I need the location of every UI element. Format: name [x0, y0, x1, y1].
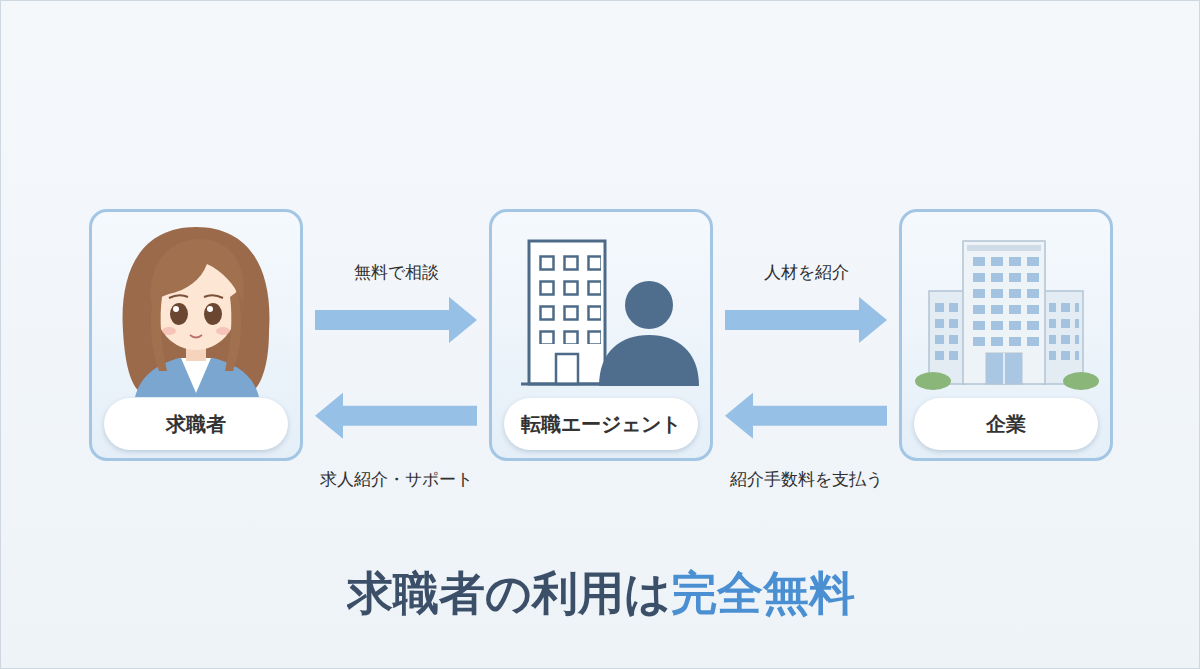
flow-arrow	[753, 406, 887, 426]
job-seeker-illustration-part	[181, 358, 211, 393]
flow-arrow	[725, 310, 859, 330]
company-illustration-part	[1003, 353, 1005, 384]
agent-illustration-part	[529, 241, 605, 384]
caption-row: 求職者の利用は完全無料	[1, 563, 1200, 623]
job-seeker-illustration-part	[190, 335, 202, 338]
process-box: 求職者	[89, 209, 303, 461]
job-seeker-illustration-part	[216, 327, 230, 335]
job-seeker-illustration-part	[204, 303, 222, 325]
edge-label: 人材を紹介	[764, 260, 849, 283]
company-illustration	[915, 241, 1099, 390]
flow-arrow	[343, 406, 477, 426]
job-seeker-illustration-part	[123, 227, 270, 393]
job-seeker-illustration-part	[151, 291, 167, 371]
job-seeker-illustration-part	[169, 295, 188, 298]
company-illustration-part	[933, 301, 961, 361]
agent-illustration-part	[539, 255, 601, 344]
job-seeker-illustration	[123, 227, 270, 397]
job-seeker-illustration-part	[135, 358, 259, 397]
agent-illustration-part	[625, 281, 673, 329]
process-box: 企業	[899, 209, 1113, 461]
company-illustration-part	[967, 245, 1041, 251]
company-illustration-part	[929, 291, 965, 384]
node-label: 企業	[914, 398, 1098, 450]
job-seeker-illustration-part	[173, 306, 179, 312]
process-box: 転職エージェント	[489, 209, 713, 461]
flow-arrow	[315, 310, 449, 330]
job-seeker-illustration-part	[170, 303, 188, 325]
node-label: 求職者	[104, 398, 288, 450]
agent-illustration-part	[599, 335, 699, 386]
company-illustration-part	[1043, 291, 1083, 384]
edge-label: 求人紹介・サポート	[320, 467, 473, 490]
company-illustration-part	[986, 353, 1022, 384]
job-seeker-illustration-part	[225, 291, 241, 371]
node-label: 転職エージェント	[504, 398, 698, 450]
job-seeker-illustration-part	[207, 306, 213, 312]
agent-illustration-part	[556, 354, 578, 384]
edge-label: 紹介手数料を支払う	[730, 467, 883, 490]
job-seeker-illustration-part	[154, 258, 238, 350]
agent-illustration-part	[521, 383, 613, 386]
edge-label: 無料で相談	[354, 260, 439, 283]
agent-illustration	[521, 241, 699, 386]
company-illustration-part	[1063, 372, 1099, 390]
caption-text: 求職者の利用は完全無料	[347, 563, 855, 623]
job-seeker-illustration-part	[151, 239, 244, 303]
job-seeker-illustration-part	[204, 295, 223, 298]
job-seeker-illustration-part	[186, 339, 206, 361]
company-illustration-part	[1049, 301, 1079, 361]
company-illustration-part	[915, 372, 951, 390]
company-illustration-part	[963, 241, 1045, 384]
company-illustration-part	[971, 255, 1039, 347]
job-seeker-illustration-part	[162, 327, 176, 335]
